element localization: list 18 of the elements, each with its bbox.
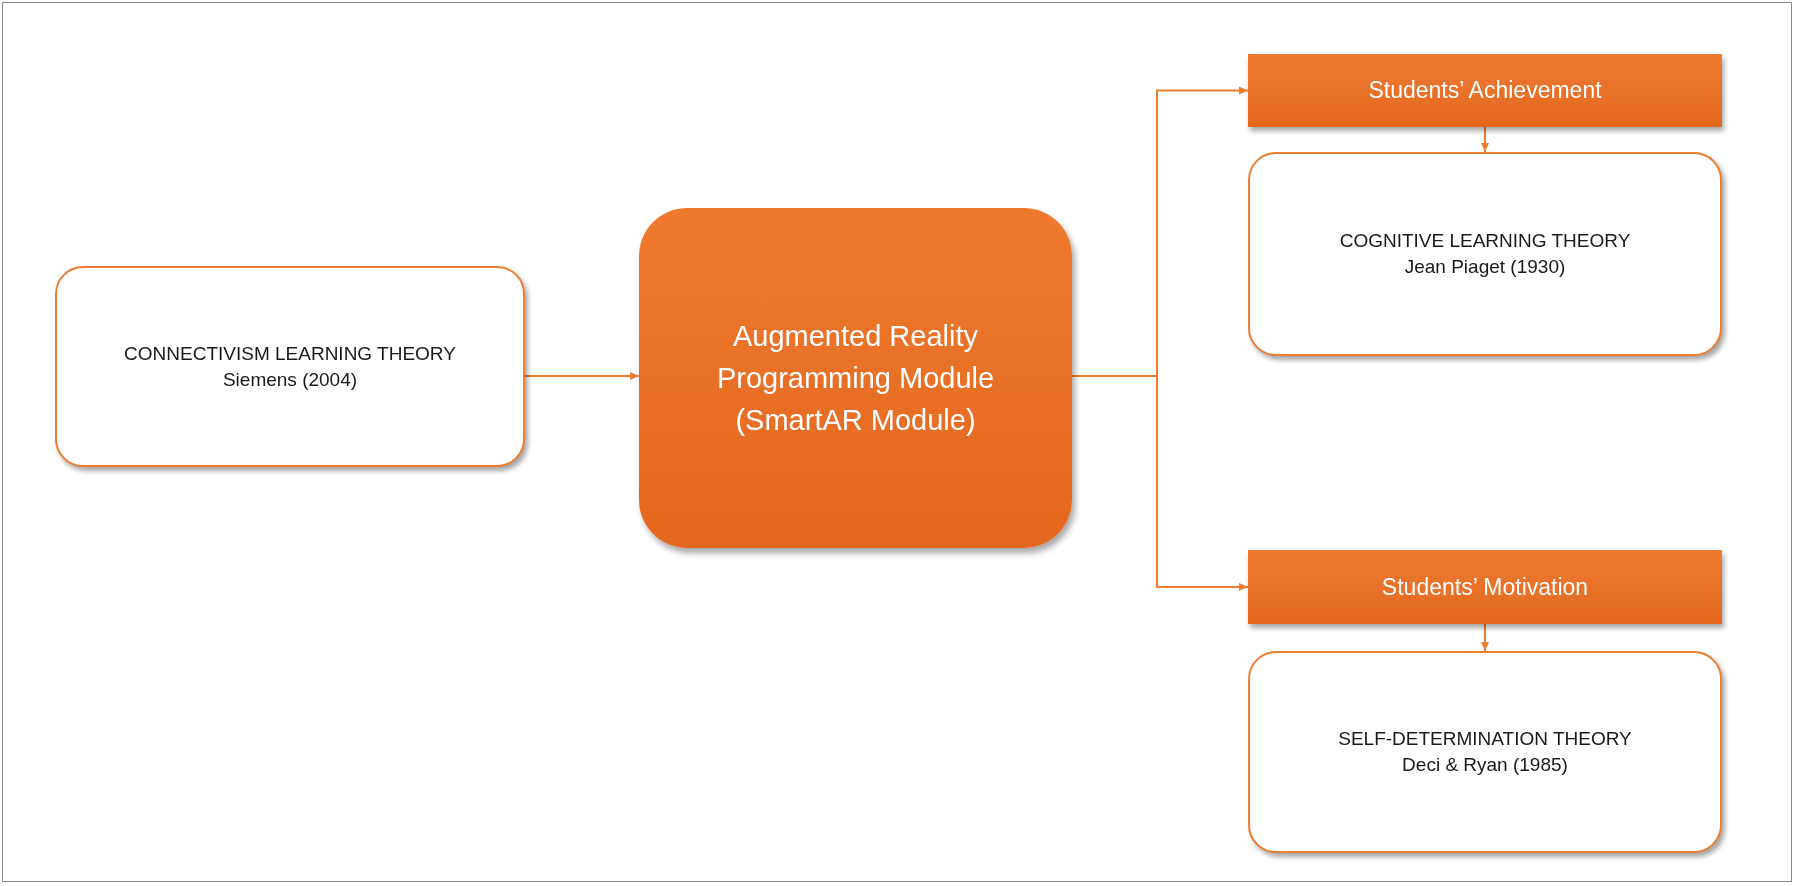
node-subtitle: Deci & Ryan (1985) [1402, 753, 1568, 777]
theory-box [1248, 152, 1722, 356]
node-subtitle: Siemens (2004) [222, 367, 358, 392]
node-title: CONNECTIVISM LEARNING THEORY [123, 341, 457, 366]
arrow [1481, 623, 1489, 652]
node-title: Augmented Reality Programming Module (SmartAR Module) [715, 318, 996, 438]
module-box [639, 208, 1072, 548]
theory-box [55, 266, 525, 467]
outcome-header [1248, 550, 1722, 624]
node-title: COGNITIVE LEARNING THEORY [1338, 229, 1632, 254]
node-subtitle: Jean Piaget (1930) [1404, 255, 1566, 279]
node-title: Students’ Motivation [1381, 572, 1589, 602]
outcome-header [1248, 54, 1722, 127]
node-title: Students’ Achievement [1368, 76, 1602, 106]
node-title: SELF-DETERMINATION THEORY [1337, 727, 1633, 752]
theory-box [1248, 651, 1722, 853]
arrow [1481, 126, 1489, 153]
arrow [524, 372, 640, 380]
